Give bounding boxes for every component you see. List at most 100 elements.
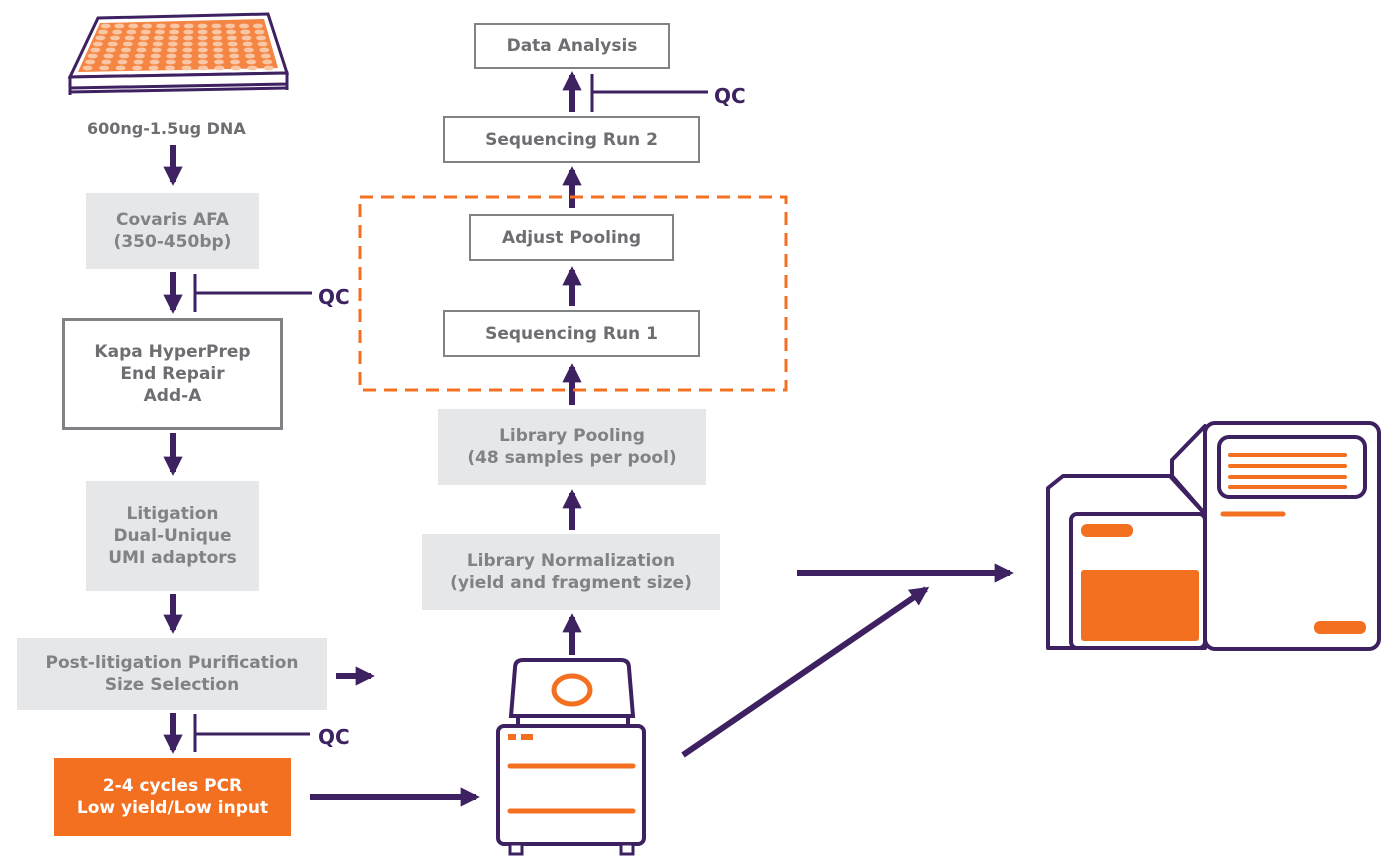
plate-well [167, 41, 178, 47]
arrow-thermocycler-to-sequencer [681, 586, 930, 758]
plate-well [197, 53, 208, 59]
thermocycler-icon [496, 658, 646, 856]
plate-well [169, 23, 180, 29]
purification-line-1: Post-litigation Purification [45, 653, 299, 673]
plate-well [90, 47, 101, 53]
plate-well [228, 47, 239, 53]
pcr-step: 2-4 cycles PCR Low yield/Low input [54, 758, 291, 836]
ligation-line-1: Litigation [126, 504, 219, 524]
plate-well [124, 35, 135, 41]
plate-well [151, 47, 162, 53]
plate-well [117, 59, 128, 65]
pooling-line-1: Library Pooling [499, 426, 645, 446]
plate-well [126, 29, 137, 35]
plate-well [137, 41, 148, 47]
normalization-line-1: Library Normalization [466, 551, 676, 571]
plate-well [103, 53, 114, 59]
plate-well [165, 59, 176, 65]
qc-label-1: QC [318, 285, 350, 309]
library-normalization-step: Library Normalization (yield and fragmen… [422, 534, 720, 610]
plate-well [241, 35, 252, 41]
pooling-line-2: (48 samples per pool) [467, 448, 677, 468]
plate-well [254, 29, 265, 35]
plate-well [152, 41, 163, 47]
qc-branch-1 [193, 274, 312, 312]
purification-step: Post-litigation Purification Size Select… [17, 638, 327, 710]
plate-well [213, 47, 224, 53]
plate-well [114, 23, 125, 29]
plate-well [226, 29, 237, 35]
plate-well [165, 65, 175, 71]
plate-well [82, 65, 93, 71]
plate-well [181, 65, 192, 71]
dna-input-label: 600ng-1.5ug DNA [87, 119, 246, 138]
plate-well [246, 59, 257, 65]
library-pooling-step: Library Pooling (48 samples per pool) [438, 409, 706, 485]
plate-well [259, 47, 270, 53]
covaris-afa-step: Covaris AFA (350-450bp) [86, 193, 259, 269]
plate-well [85, 59, 96, 65]
plate-well [99, 65, 110, 71]
plate-well [198, 65, 208, 71]
qc-label-3: QC [714, 84, 746, 108]
plate-well [197, 35, 208, 41]
plate-well [110, 35, 120, 41]
plate-well [101, 59, 112, 65]
ligation-step: Litigation Dual-Unique UMI adaptors [86, 481, 259, 591]
plate-well [87, 53, 98, 59]
plate-well [214, 59, 224, 65]
plate-well [112, 29, 123, 35]
iteration-dashed-frame [358, 195, 788, 392]
plate-well [214, 65, 225, 71]
plate-well [128, 23, 139, 29]
data-analysis-step: Data Analysis [474, 23, 670, 69]
kapa-line-1: Kapa HyperPrep [94, 342, 251, 362]
plate-well [149, 59, 160, 65]
plate-well [166, 53, 177, 59]
plate-well [212, 41, 223, 47]
plate-well [182, 47, 193, 53]
qc-label-2: QC [318, 725, 350, 749]
plate-well [243, 47, 254, 53]
plate-well [183, 23, 194, 29]
adjust-pooling-step: Adjust Pooling [469, 214, 674, 261]
qc-branch-3 [590, 74, 708, 112]
ligation-line-3: UMI adaptors [108, 548, 237, 568]
plate-well [197, 59, 208, 65]
plate-well [167, 47, 178, 53]
sequencing-run-1-step: Sequencing Run 1 [443, 310, 700, 357]
plate-well [153, 35, 164, 41]
plate-well [242, 41, 253, 47]
plate-well [226, 35, 237, 41]
plate-well [183, 29, 194, 35]
seq-run-2-label: Sequencing Run 2 [485, 129, 658, 150]
plate-well [212, 35, 223, 41]
plate-well [225, 23, 236, 29]
plate-well [105, 47, 116, 53]
plate-well [197, 47, 208, 53]
plate-well [213, 53, 224, 59]
plate-well [140, 29, 151, 35]
plate-well [256, 35, 267, 41]
plate-well [168, 35, 179, 41]
kapa-line-3: Add-A [143, 386, 202, 406]
plate-well [156, 23, 166, 29]
purification-line-2: Size Selection [104, 675, 240, 695]
kapa-line-2: End Repair [120, 364, 225, 384]
plate-well [211, 23, 222, 29]
plate-well [211, 29, 222, 35]
plate-well [139, 35, 150, 41]
pcr-line-1: 2-4 cycles PCR [102, 776, 243, 796]
sequencing-run-2-step: Sequencing Run 2 [443, 116, 700, 163]
plate-well [197, 23, 208, 29]
plate-well [142, 23, 153, 29]
plate-well [263, 65, 274, 71]
plate-well [134, 53, 145, 59]
plate-well [154, 29, 165, 35]
plate-well [119, 53, 130, 59]
normalization-line-2: (yield and fragment size) [450, 573, 692, 593]
plate-well [107, 41, 118, 47]
96-well-plate-icon [67, 12, 290, 95]
adjust-pooling-label: Adjust Pooling [501, 227, 642, 248]
plate-well [115, 65, 126, 71]
